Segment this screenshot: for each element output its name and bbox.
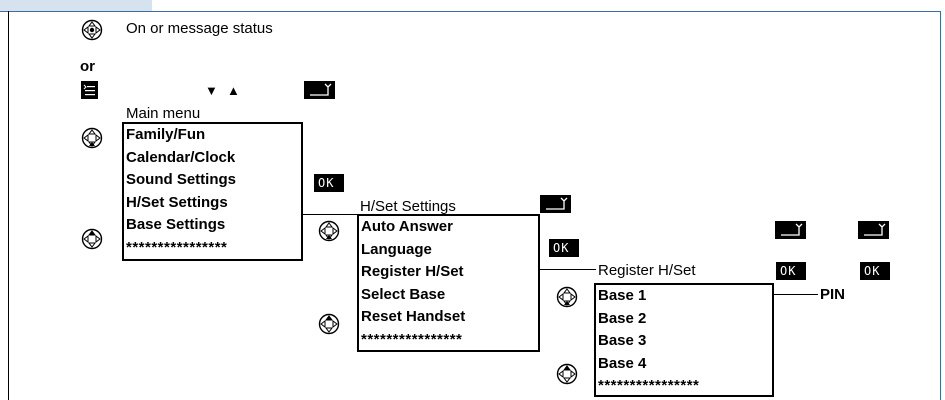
frame-right-border (940, 11, 941, 400)
menu-item-placeholder: **************** (126, 238, 228, 256)
back-key-icon (540, 195, 571, 213)
menu-item-sound-settings[interactable]: Sound Settings (126, 171, 236, 188)
menu-item-hset-settings[interactable]: H/Set Settings (126, 193, 228, 211)
ok-key: OK (314, 174, 344, 192)
back-key-icon (858, 221, 889, 239)
navigation-key-icon (81, 228, 103, 250)
register-menu-caption: Register H/Set (598, 262, 696, 279)
menu-item-reset-handset[interactable]: Reset Handset (361, 308, 466, 325)
navigation-key-icon (556, 363, 578, 385)
connector-line (540, 269, 596, 270)
menu-item-base-1[interactable]: Base 1 (598, 287, 647, 304)
menu-item-placeholder: **************** (361, 330, 463, 348)
back-key-icon (775, 221, 806, 239)
hset-menu-caption: H/Set Settings (360, 198, 456, 215)
menu-item-base-4[interactable]: Base 4 (598, 354, 647, 372)
menu-item-family-fun[interactable]: Family/Fun (126, 126, 206, 143)
menu-item-select-base[interactable]: Select Base (361, 285, 446, 303)
down-arrow-icon: ▼ (205, 83, 218, 98)
menu-item-placeholder: **************** (598, 377, 700, 394)
navigation-key-icon (318, 313, 340, 335)
header-tab (0, 0, 152, 12)
up-arrow-icon: ▲ (227, 83, 240, 98)
navigation-key-icon (556, 286, 578, 308)
status-text: On or message status (126, 20, 273, 37)
ok-key: OK (549, 239, 579, 257)
menu-item-base-3[interactable]: Base 3 (598, 332, 647, 349)
navigation-key-icon (81, 127, 103, 149)
connector-line (303, 214, 358, 215)
frame-top-border (0, 11, 941, 12)
register-menu-box: Base 1 Base 2 Base 3 Base 4 ************… (594, 283, 774, 397)
or-label: or (80, 58, 95, 75)
main-menu-caption: Main menu (126, 105, 201, 122)
main-menu-box: Family/Fun Calendar/Clock Sound Settings… (122, 122, 303, 261)
back-key-icon (304, 81, 335, 99)
menu-item-base-settings[interactable]: Base Settings (126, 216, 226, 233)
navigation-key-icon (81, 19, 103, 41)
pin-label: PIN (820, 286, 846, 303)
menu-item-calendar-clock[interactable]: Calendar/Clock (126, 148, 236, 166)
ok-key: OK (860, 262, 890, 280)
menu-item-auto-answer[interactable]: Auto Answer (361, 218, 453, 235)
menu-item-base-2[interactable]: Base 2 (598, 309, 647, 327)
menu-item-register-hset[interactable]: Register H/Set (361, 263, 464, 280)
frame-left-border (8, 11, 9, 400)
hset-menu-box: Auto Answer Language Register H/Set Sele… (357, 214, 540, 352)
navigation-key-icon (318, 220, 340, 242)
pin-connector-line (774, 294, 818, 295)
menu-key-icon (81, 81, 98, 99)
ok-key: OK (776, 262, 806, 280)
menu-item-language[interactable]: Language (361, 240, 432, 258)
